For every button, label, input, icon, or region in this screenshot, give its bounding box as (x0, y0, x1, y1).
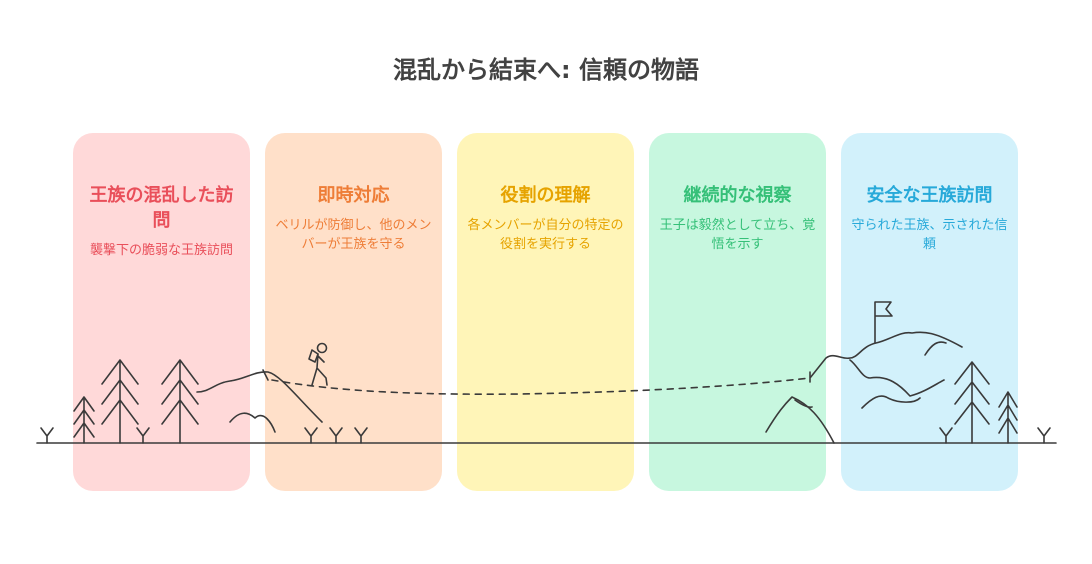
grass-tufts-icon (40, 427, 1051, 444)
stage-3-heading: 役割の理解 (500, 185, 591, 206)
stage-1-heading: 王族の混乱した訪問 (89, 185, 234, 231)
stage-2-description: ベリルが防御し、他のメンバーが王族を守る (275, 218, 432, 252)
stage-panel-4: 継続的な視察 王子は毅然として立ち、覚悟を示す (649, 133, 826, 491)
pine-trees-right-icon (954, 361, 1018, 444)
hiker-icon (308, 342, 328, 386)
stage-3-description: 各メンバーが自分の特定の役割を実行する (467, 218, 624, 252)
stage-panel-5: 安全な王族訪問 守られた王族、示された信頼 (841, 133, 1018, 491)
summit-flag-icon (765, 301, 963, 444)
pine-trees-icon (73, 359, 199, 444)
hills-left-icon (196, 369, 323, 433)
journey-path-dashed (271, 377, 811, 395)
stage-5-description: 守られた王族、示された信頼 (851, 218, 1008, 252)
stage-5-heading: 安全な王族訪問 (866, 185, 993, 206)
stage-panel-3: 役割の理解 各メンバーが自分の特定の役割を実行する (457, 133, 634, 491)
stage-4-description: 王子は毅然として立ち、覚悟を示す (659, 218, 816, 252)
diagram-title: 混乱から結束へ: 信頼の物語 (393, 56, 699, 84)
stage-2-heading: 即時対応 (317, 185, 390, 206)
stage-panel-1: 王族の混乱した訪問 襲撃下の脆弱な王族訪問 (73, 133, 250, 491)
stage-1-description: 襲撃下の脆弱な王族訪問 (89, 243, 233, 258)
stage-panel-2: 即時対応 ベリルが防御し、他のメンバーが王族を守る (265, 133, 442, 491)
stage-4-heading: 継続的な視察 (683, 185, 792, 206)
